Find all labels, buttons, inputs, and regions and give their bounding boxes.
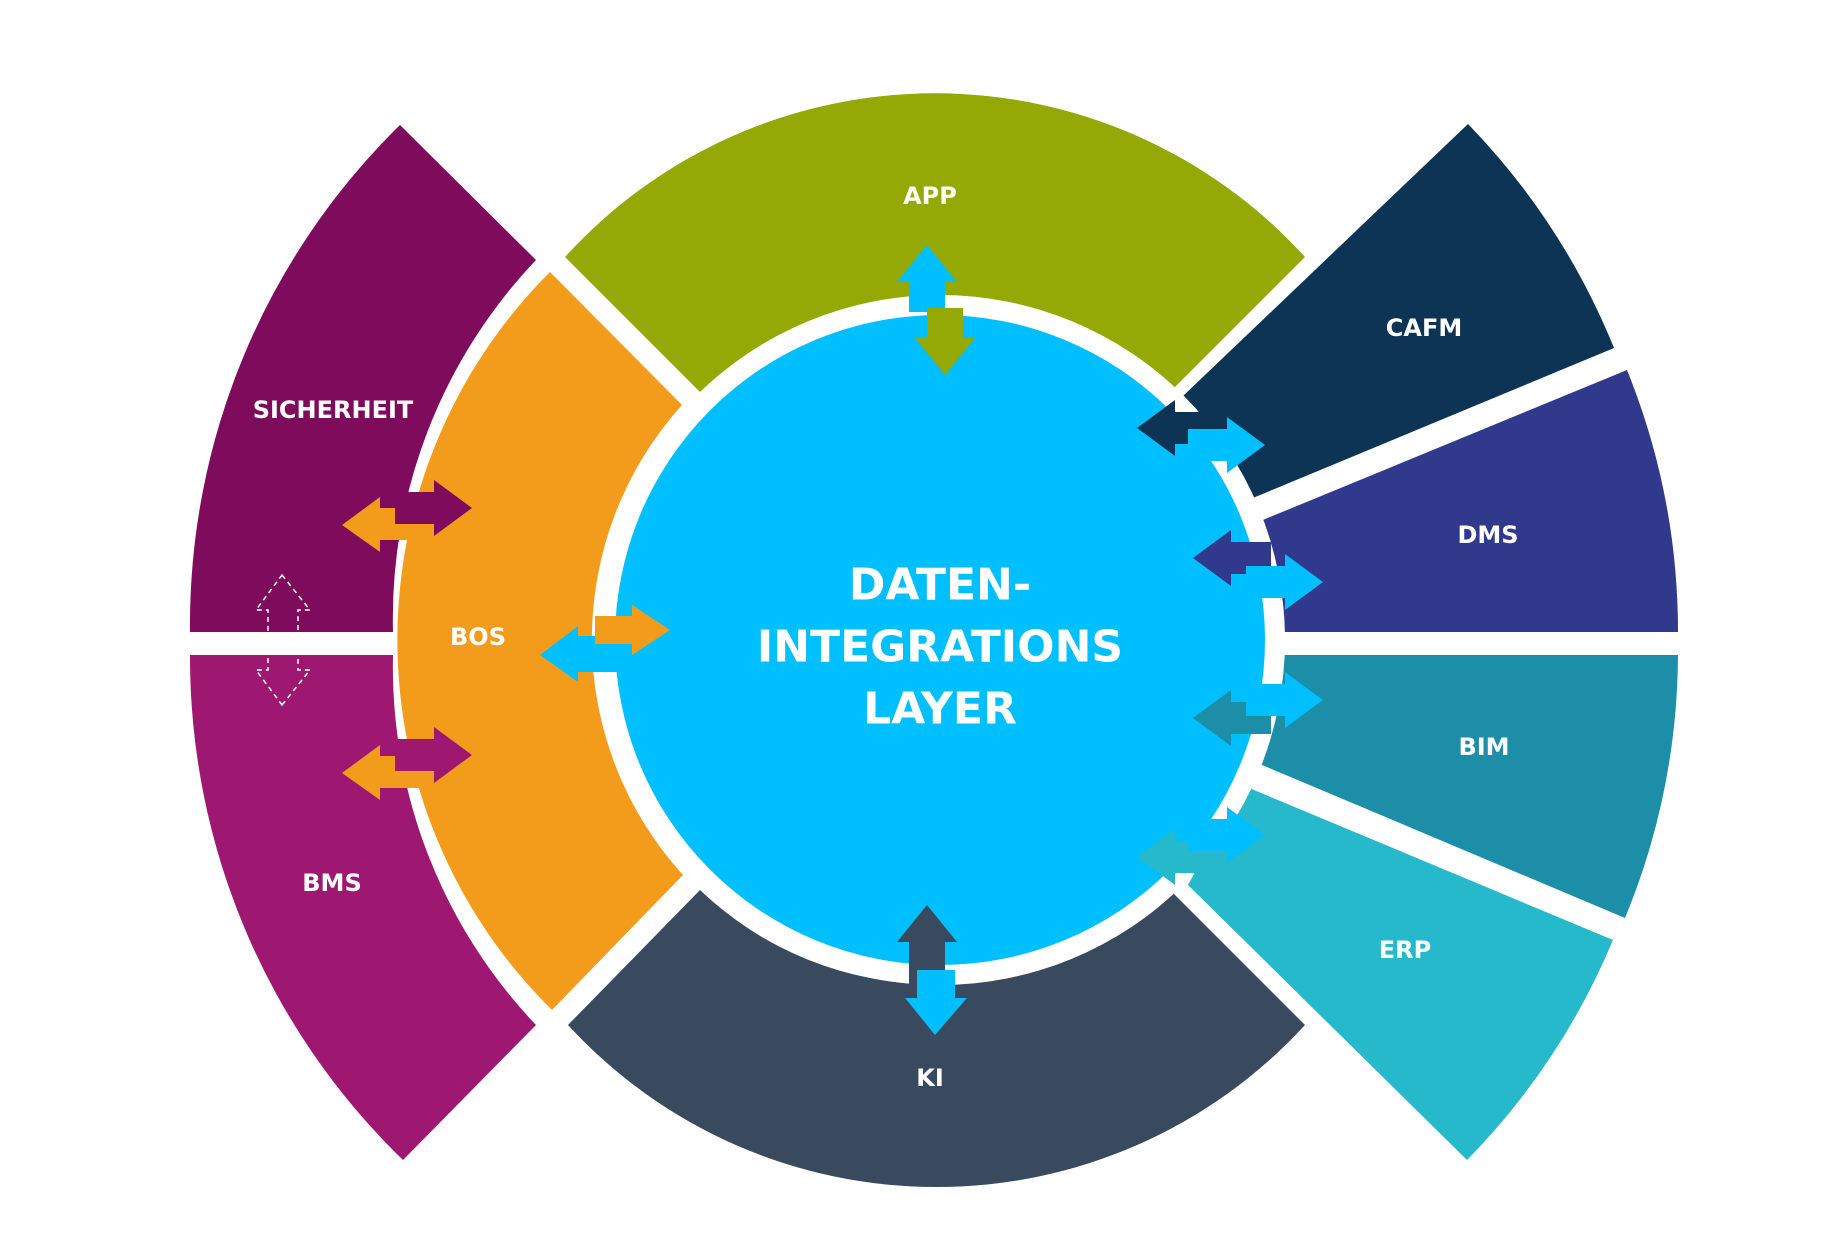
double-headed-arrow-icon bbox=[1188, 417, 1265, 473]
double-headed-arrow-icon bbox=[915, 308, 975, 375]
double-headed-arrow-icon bbox=[897, 245, 957, 312]
dashed-arrow-down bbox=[254, 639, 312, 707]
segment-bim[interactable] bbox=[1255, 655, 1678, 918]
double-headed-arrow-icon bbox=[395, 480, 472, 536]
double-headed-arrow-icon bbox=[1246, 672, 1323, 728]
segment-dms[interactable] bbox=[1258, 370, 1678, 632]
center-line-3: LAYER bbox=[863, 684, 1017, 735]
label-erp: ERP bbox=[1379, 936, 1431, 964]
dashed-double-arrow-icon bbox=[254, 573, 312, 707]
label-bim: BIM bbox=[1458, 733, 1509, 761]
arrow-erp-center bbox=[1137, 807, 1265, 885]
segment-bos[interactable] bbox=[397, 272, 683, 1010]
arrow-bos-center bbox=[540, 605, 670, 682]
center-line-1: DATEN- bbox=[849, 560, 1031, 611]
arrow-dms-center bbox=[1193, 530, 1323, 610]
arrow-bim-center bbox=[1193, 672, 1323, 746]
arrow-bms-bos bbox=[342, 727, 472, 800]
label-cafm: CAFM bbox=[1386, 314, 1462, 342]
segment-bms[interactable] bbox=[189, 655, 536, 1160]
arrow-sicherheit-bos bbox=[342, 480, 472, 552]
arrow-ki-center bbox=[897, 905, 967, 1035]
center-line-2: INTEGRATIONS bbox=[757, 622, 1123, 673]
label-bms: BMS bbox=[302, 869, 361, 897]
double-headed-arrow-icon bbox=[1246, 554, 1323, 610]
double-headed-arrow-icon bbox=[1188, 807, 1265, 863]
center-circle bbox=[615, 315, 1265, 965]
double-headed-arrow-icon bbox=[595, 605, 670, 655]
segment-cafm[interactable] bbox=[1183, 124, 1614, 500]
label-sicherheit: SICHERHEIT bbox=[253, 396, 414, 424]
segment-app[interactable] bbox=[565, 93, 1305, 392]
segment-erp[interactable] bbox=[1188, 785, 1613, 1160]
segment-sicherheit[interactable] bbox=[189, 125, 536, 632]
label-dms: DMS bbox=[1457, 521, 1518, 549]
double-headed-arrow-icon bbox=[395, 727, 472, 783]
double-headed-arrow-icon bbox=[905, 970, 967, 1035]
double-headed-arrow-icon bbox=[897, 905, 957, 985]
label-app: APP bbox=[903, 182, 957, 210]
label-ki: KI bbox=[916, 1064, 944, 1092]
arrow-app-center bbox=[897, 245, 975, 375]
arrow-cafm-center bbox=[1137, 400, 1265, 473]
segment-ki[interactable] bbox=[568, 890, 1305, 1188]
label-bos: BOS bbox=[450, 623, 506, 651]
